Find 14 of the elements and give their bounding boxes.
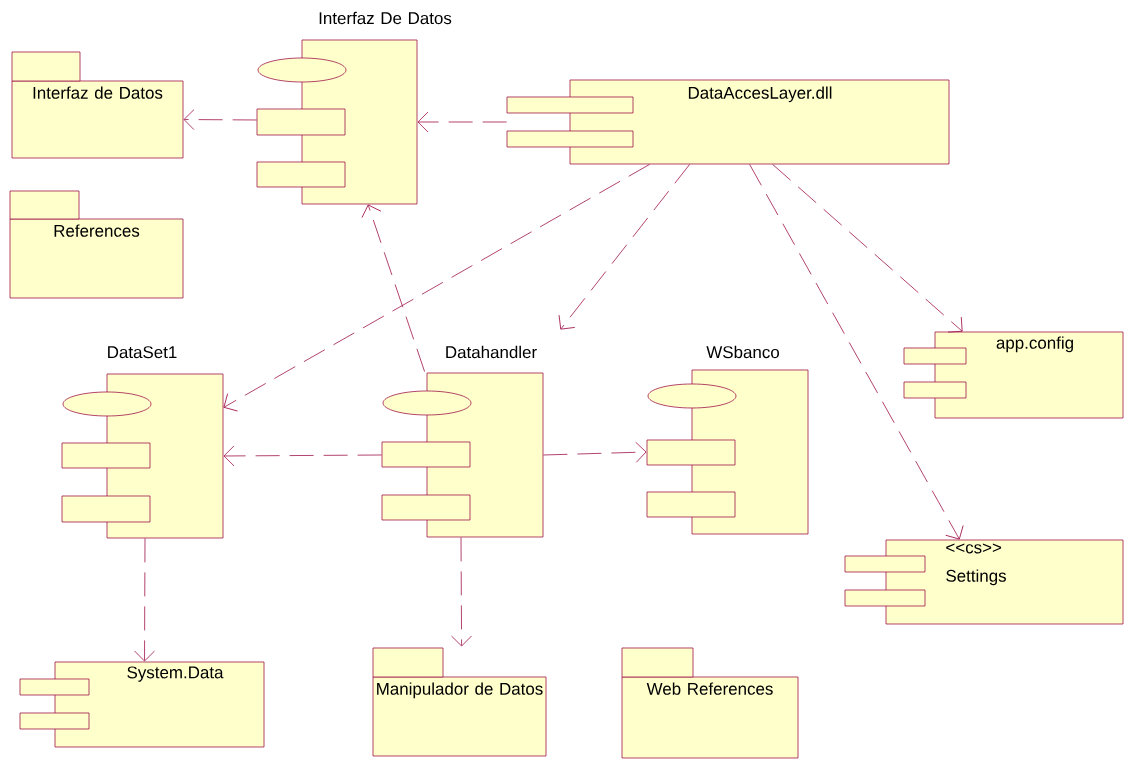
dependency-arrow	[134, 538, 155, 662]
dependency-arrow	[558, 164, 690, 330]
dependency-arrow	[223, 164, 650, 412]
component-name: WSbanco	[706, 345, 779, 359]
dependency-arrow	[543, 441, 647, 463]
component-name: Interfaz De Datos	[319, 11, 452, 25]
dependency-arrow	[183, 109, 257, 130]
dependency-arrow	[451, 537, 472, 647]
dependency-arrow	[361, 204, 425, 372]
component-name: DataSet1	[108, 346, 177, 359]
dependency-arrow	[417, 111, 507, 133]
dependency-arrow	[223, 445, 382, 467]
dependency-arrow	[772, 164, 963, 333]
component-name: Datahandler	[446, 345, 537, 359]
